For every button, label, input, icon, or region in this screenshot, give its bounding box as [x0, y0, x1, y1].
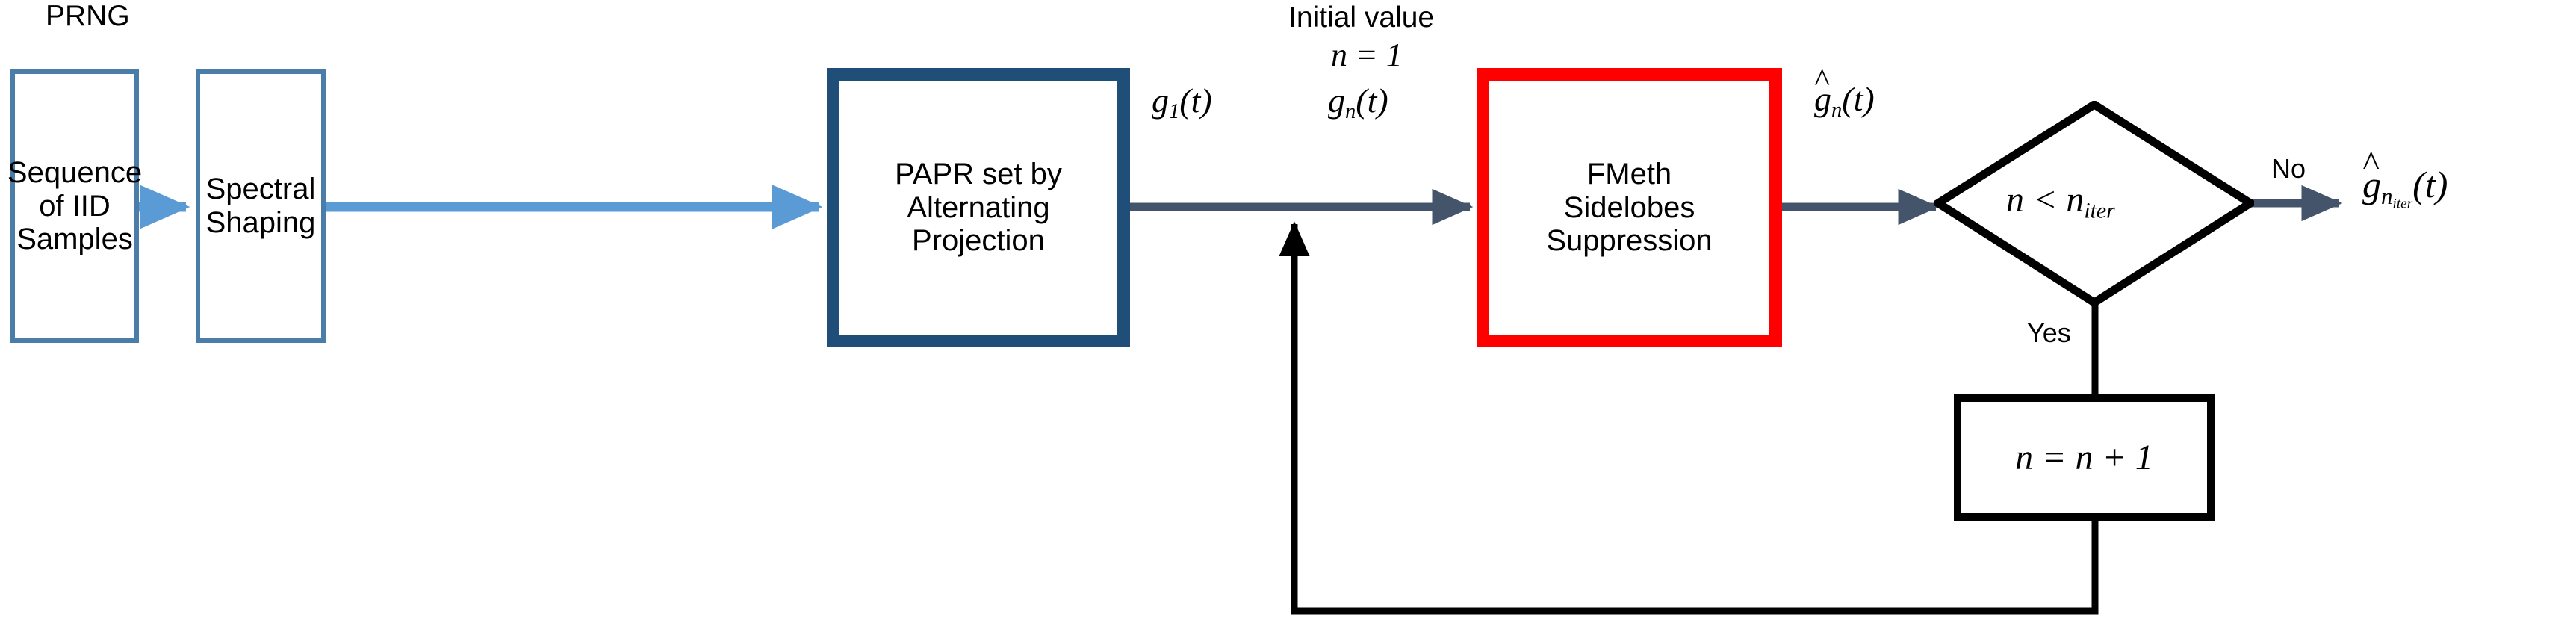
output-argument: (t) — [2412, 164, 2448, 205]
hat-accent-icon: ^ — [1814, 63, 1830, 99]
g1-label: g1(t) — [1152, 81, 1212, 124]
node-papr-label: PAPR set by Alternating Projection — [895, 157, 1062, 258]
node-spectral-shaping-label: Spectral Shaping — [205, 173, 316, 239]
g1-argument: (t) — [1179, 81, 1212, 120]
output-hat-accent-icon: ^ — [2362, 145, 2380, 185]
decision-condition-subscript: iter — [2084, 198, 2115, 223]
node-fmeth-label: FMeth Sidelobes Suppression — [1546, 157, 1713, 258]
output-subscript: niter — [2381, 182, 2413, 212]
gn-subscript: n — [1345, 99, 1356, 123]
g1-subscript: 1 — [1169, 99, 1180, 123]
ghat-n-label: ^gn(t) — [1814, 63, 1875, 123]
branch-no-label: No — [2271, 153, 2306, 184]
node-fmeth-box[interactable]: FMeth Sidelobes Suppression — [1477, 68, 1782, 347]
decision-condition-label: n < niter — [2006, 179, 2115, 223]
ghat-n-argument: (t) — [1842, 80, 1875, 118]
initial-n-equation: n = 1 — [1331, 36, 1403, 74]
ghat-n-base: g — [1814, 80, 1831, 118]
node-decision-diamond[interactable] — [1934, 101, 2254, 306]
node-prng-label: Sequence of IID Samples — [7, 155, 143, 256]
gn-argument: (t) — [1356, 81, 1388, 120]
initial-value-caption: Initial value — [1288, 1, 1435, 34]
output-subscript-base: n — [2381, 182, 2393, 209]
output-base-group: ^g — [2362, 145, 2381, 206]
output-signal-label: ^gniter(t) — [2362, 145, 2448, 212]
node-papr-box[interactable]: PAPR set by Alternating Projection — [827, 68, 1130, 347]
decision-condition-text: n < n — [2006, 180, 2085, 220]
branch-yes-label: Yes — [2027, 318, 2071, 348]
output-subscript-sub: iter — [2392, 196, 2413, 212]
g1-base: g — [1152, 81, 1169, 120]
gn-base: g — [1328, 81, 1345, 120]
node-increment-label: n = n + 1 — [2015, 437, 2153, 477]
initial-n-text: n = 1 — [1331, 37, 1403, 73]
node-prng-box[interactable]: Sequence of IID Samples — [7, 69, 143, 343]
ghat-n-subscript: n — [1831, 98, 1843, 122]
ghat-n-base-group: ^g — [1814, 63, 1831, 119]
output-base: g — [2362, 164, 2381, 205]
gn-label: gn(t) — [1328, 81, 1388, 124]
node-spectral-shaping-box[interactable]: Spectral Shaping — [196, 69, 326, 343]
node-increment-box[interactable]: n = n + 1 — [1954, 394, 2215, 521]
prng-caption: PRNG — [46, 0, 130, 32]
